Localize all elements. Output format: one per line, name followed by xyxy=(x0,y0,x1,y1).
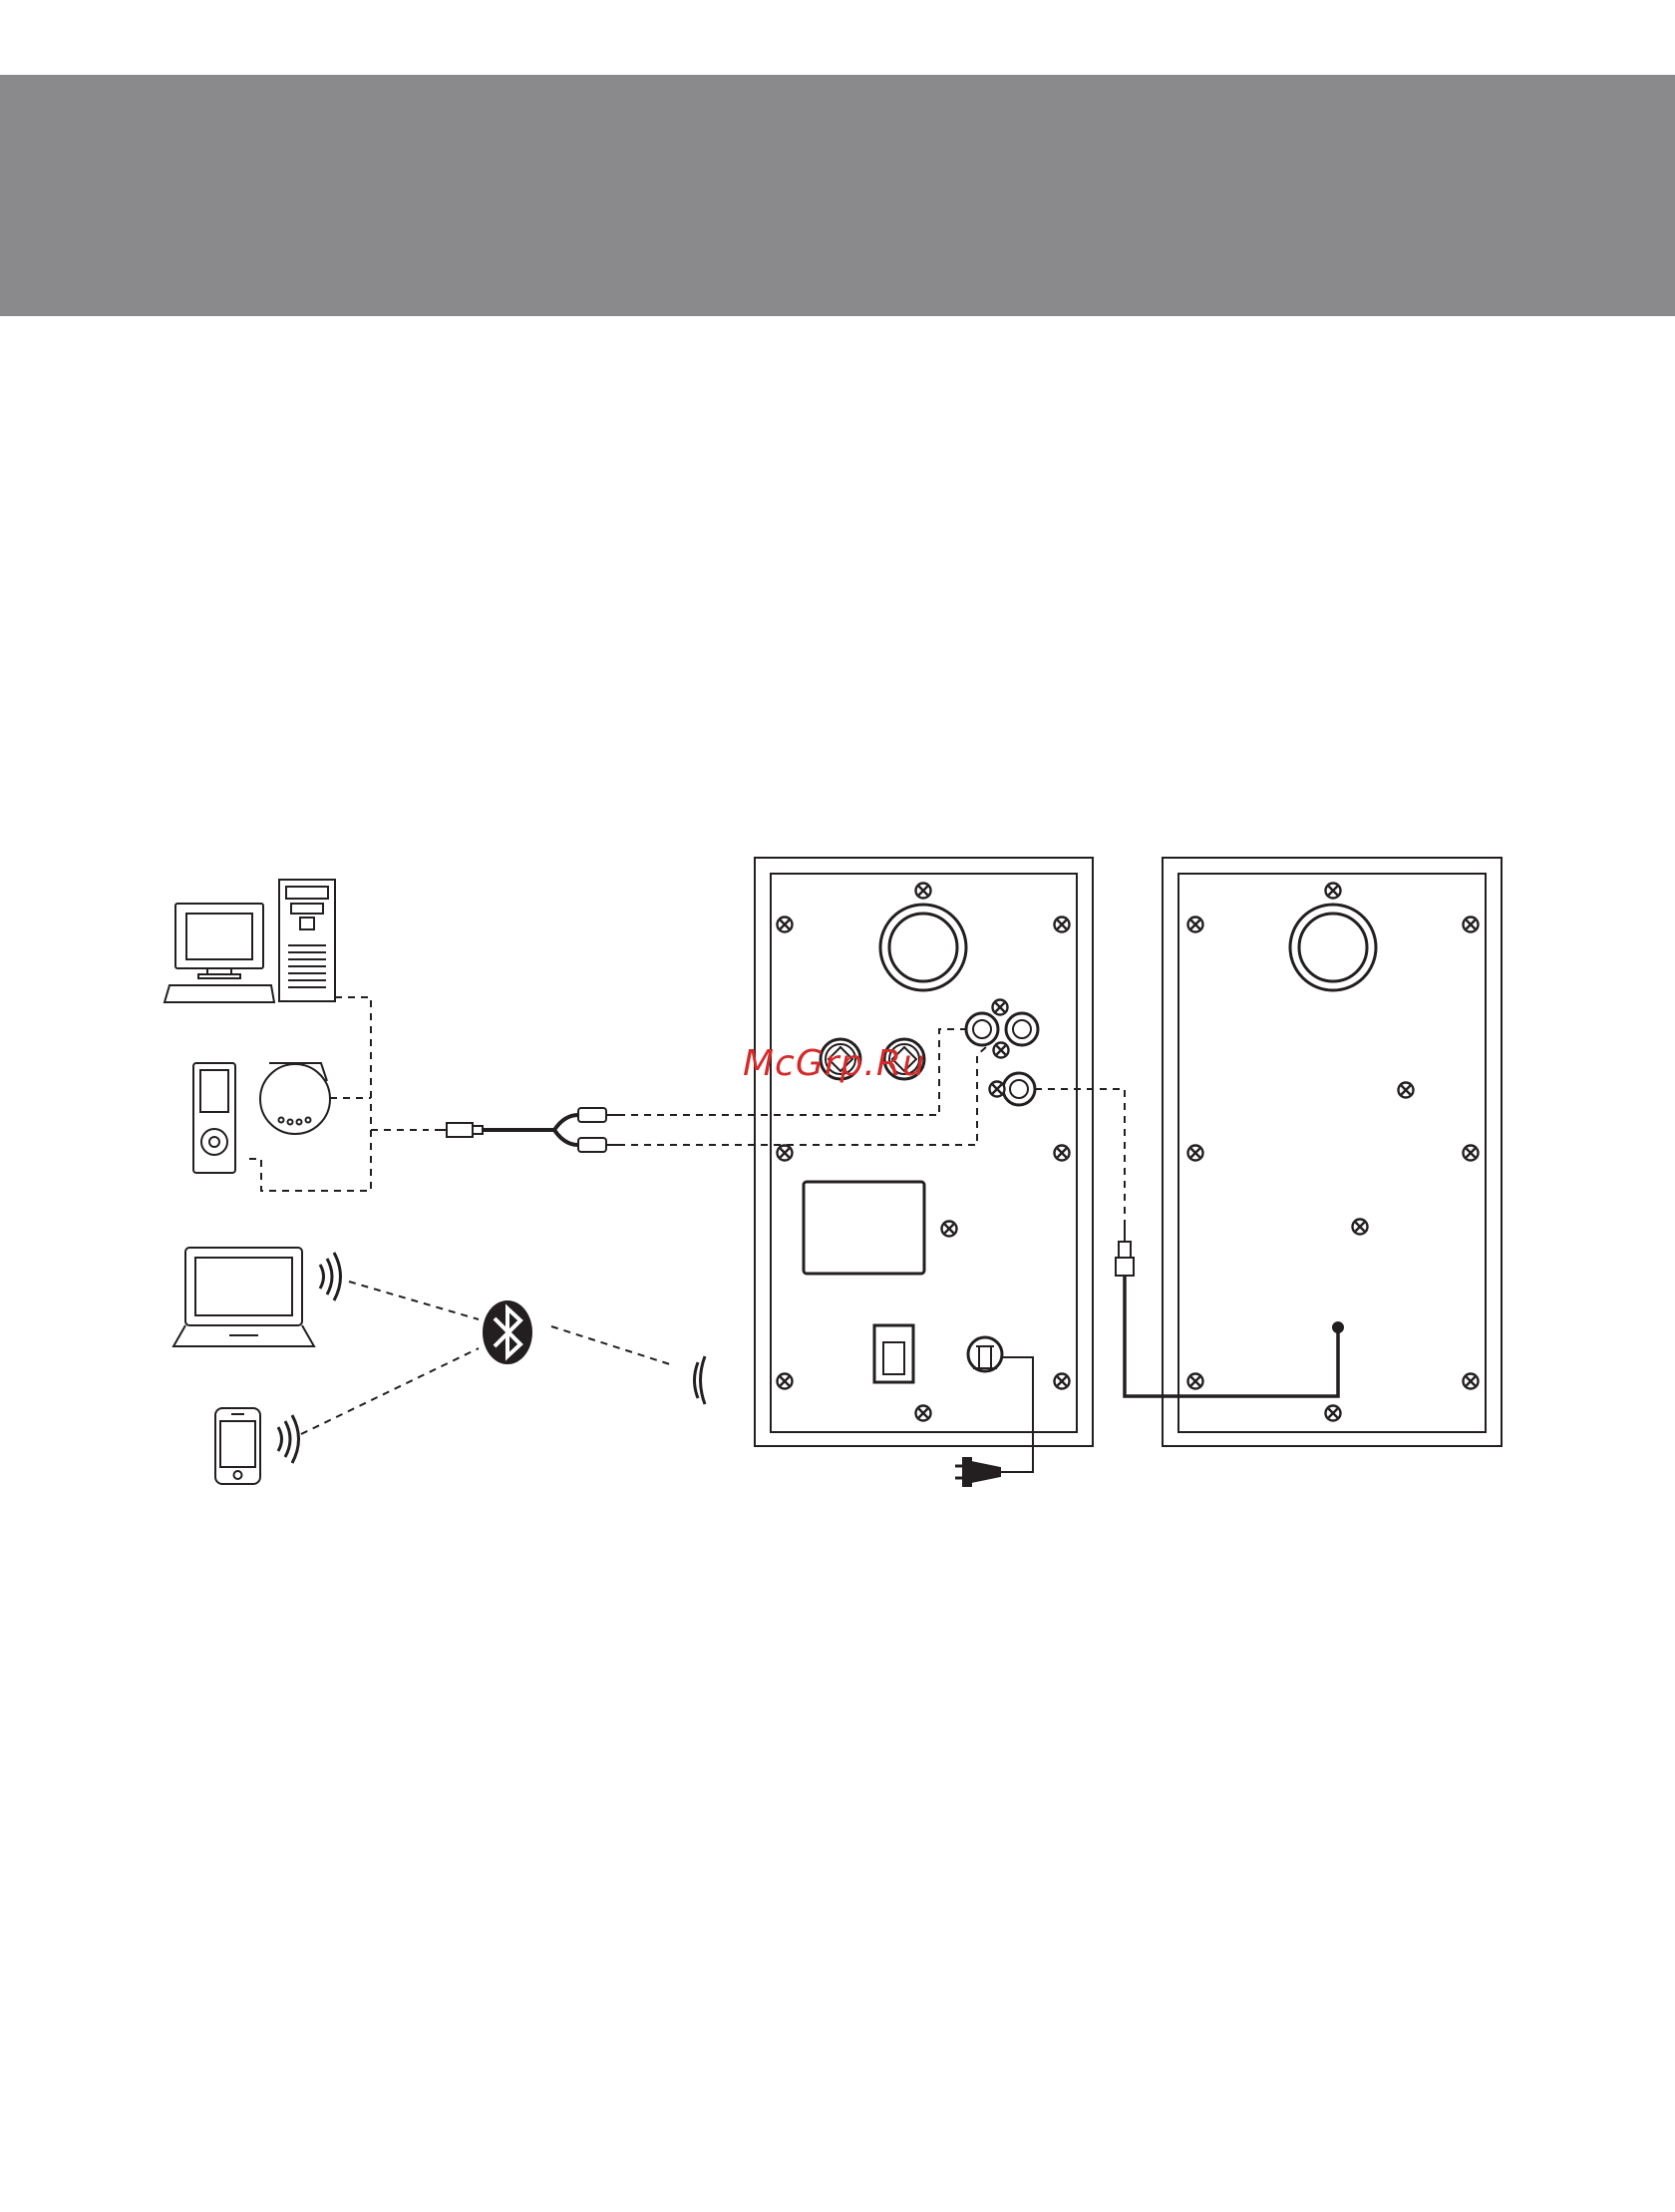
bluetooth-icon xyxy=(483,1300,532,1364)
power-plug-icon xyxy=(955,1458,1000,1486)
aux-3-5mm-plug-icon xyxy=(435,1115,578,1145)
laptop-icon xyxy=(173,1248,314,1346)
speaker-link-cable xyxy=(1035,1089,1343,1396)
source-cable-lines xyxy=(247,997,429,1191)
wireless-signal-icon xyxy=(695,1356,706,1404)
smartphone-icon xyxy=(215,1408,260,1484)
rca-plug-icon xyxy=(578,1108,618,1152)
active-speaker-rear-panel xyxy=(755,858,1093,1472)
wireless-signal-icon xyxy=(278,1415,299,1463)
watermark: McGrp.Ru xyxy=(743,1043,926,1084)
pc-tower-icon xyxy=(279,880,335,1001)
passive-speaker-rear-panel xyxy=(1163,858,1502,1446)
bluetooth-link-lines xyxy=(301,1282,673,1434)
cd-player-icon xyxy=(260,1063,330,1134)
desktop-computer-icon xyxy=(165,904,274,1002)
wireless-signal-icon xyxy=(320,1253,341,1300)
media-player-icon xyxy=(193,1063,235,1173)
